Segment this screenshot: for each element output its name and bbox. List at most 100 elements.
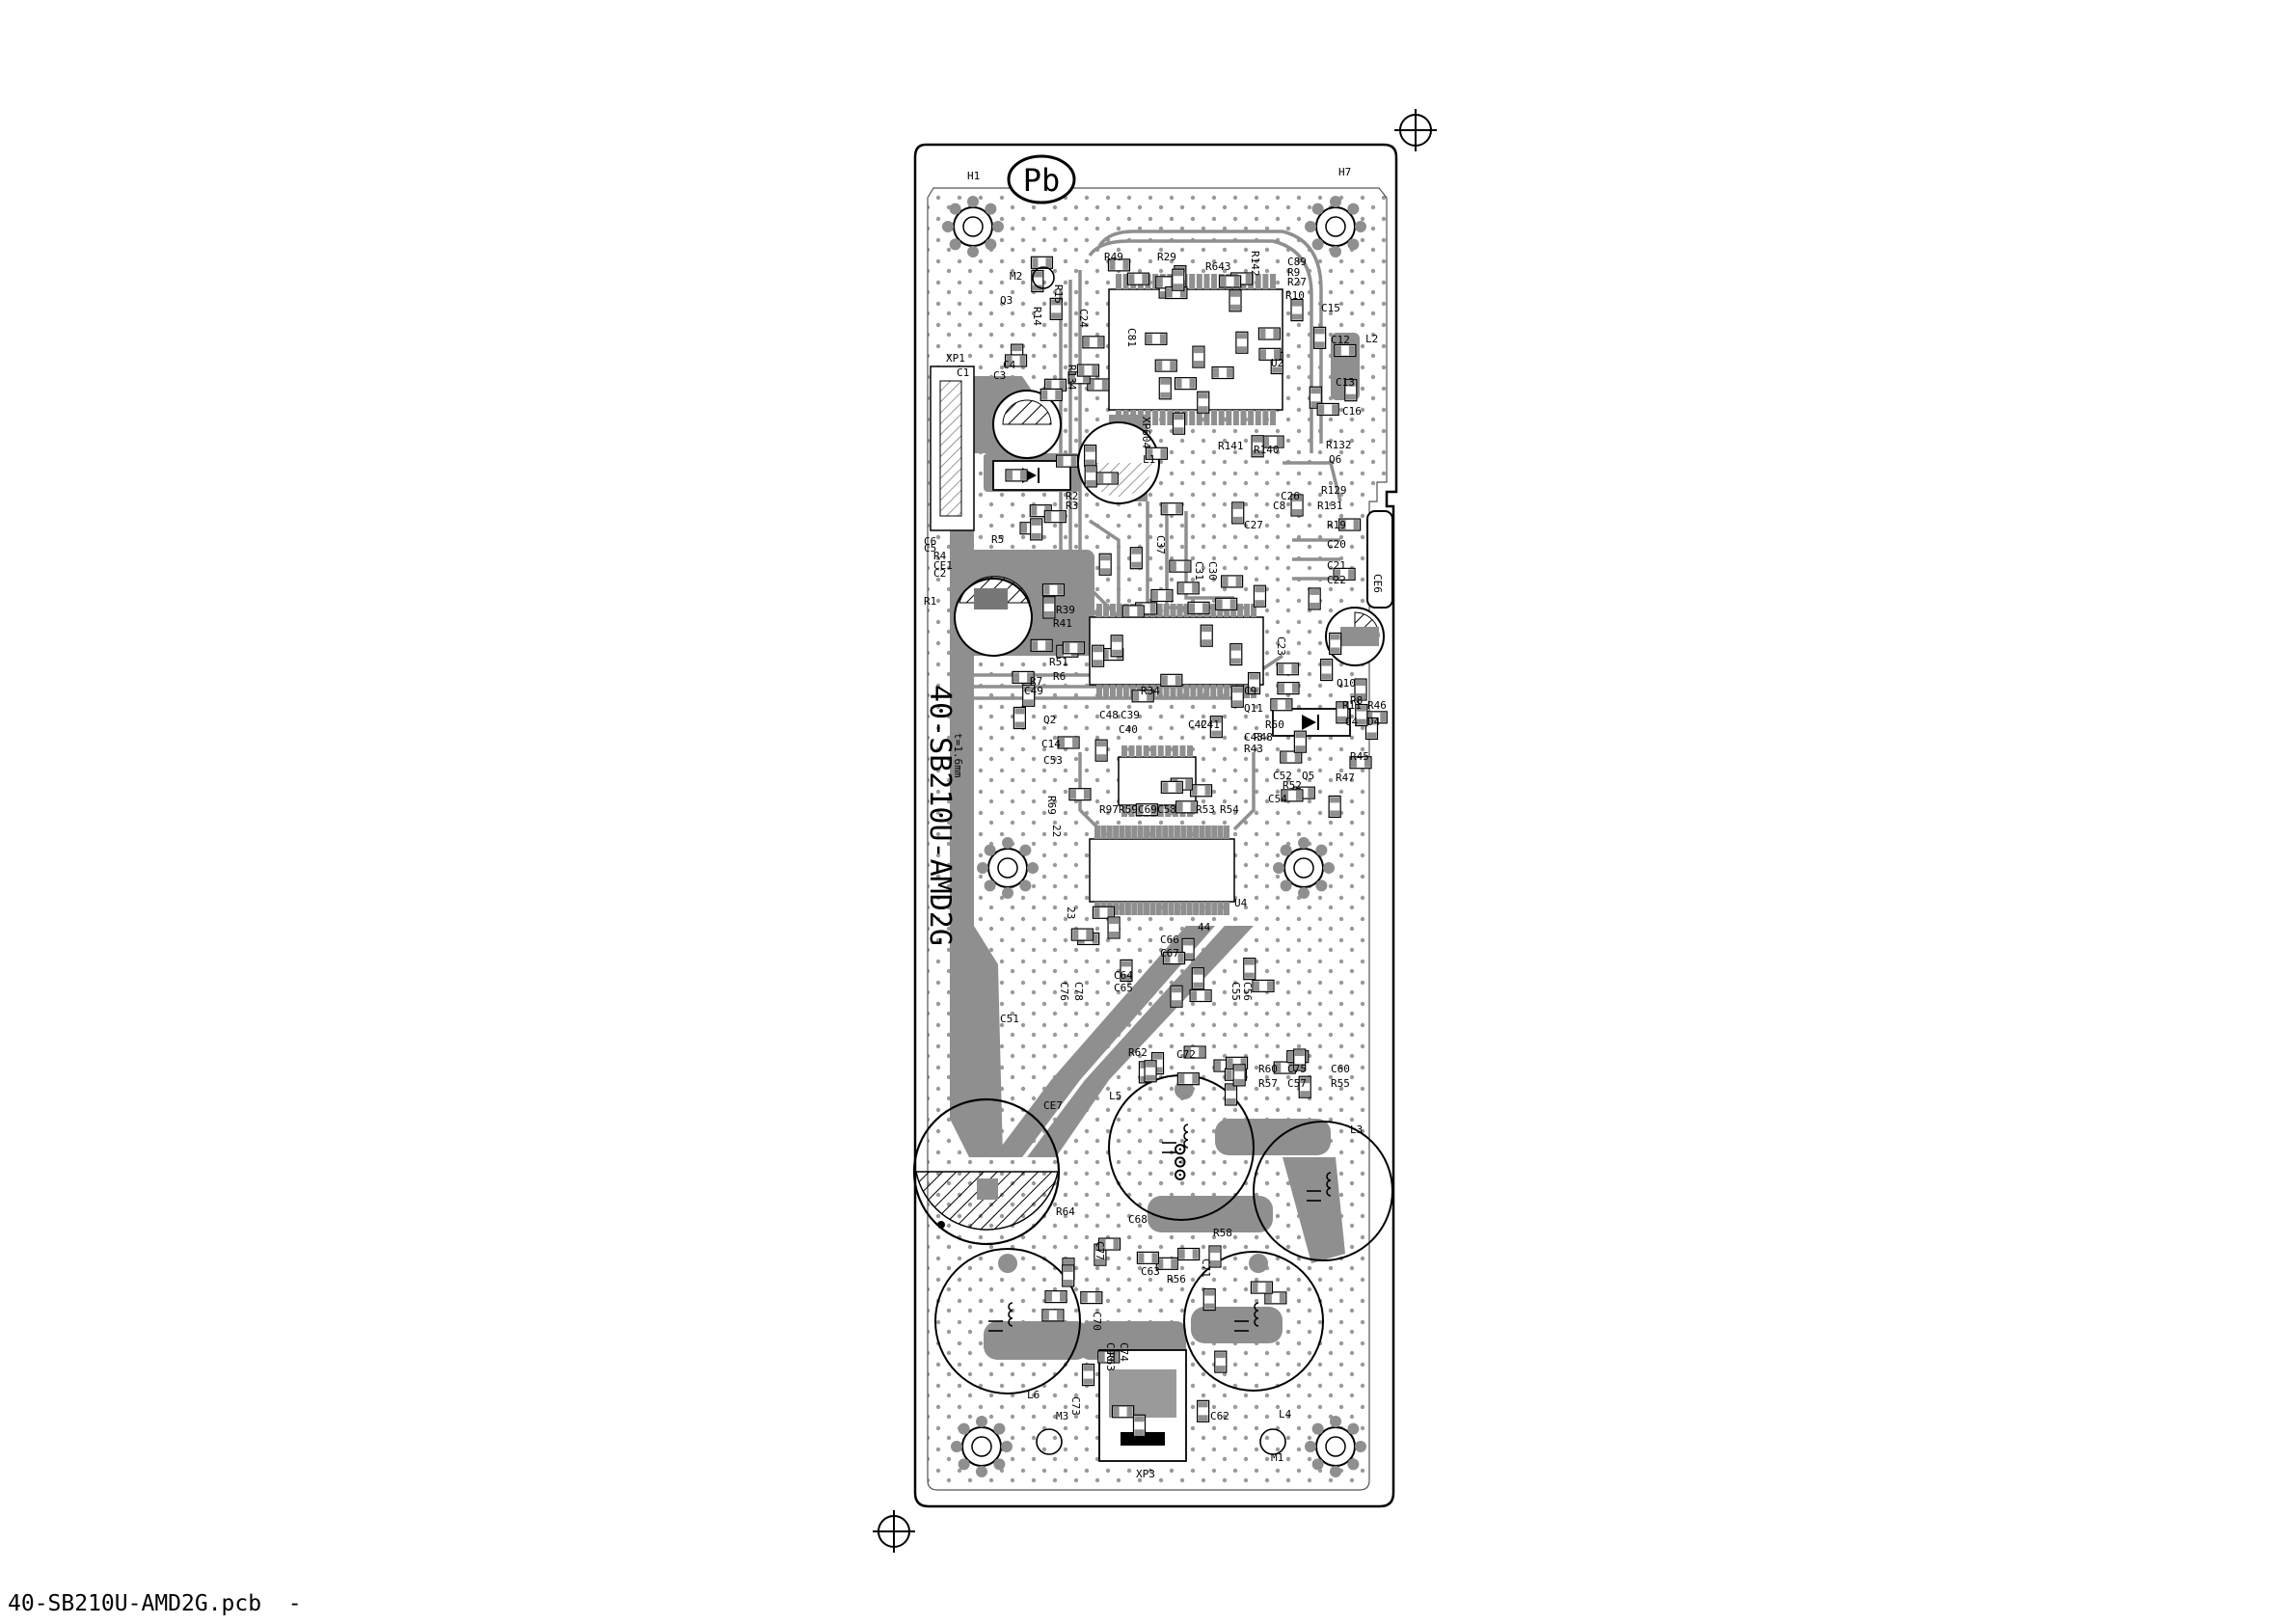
ref-label: R14 xyxy=(1031,307,1043,326)
smd-part xyxy=(1229,289,1242,312)
smd-part xyxy=(1110,635,1123,658)
smd-part xyxy=(1251,435,1264,458)
smd-part xyxy=(1189,784,1213,798)
ref-label: R4 xyxy=(933,550,947,562)
smd-part xyxy=(1095,472,1119,485)
smd-part xyxy=(1219,275,1242,288)
ref-label: C21 xyxy=(1327,559,1346,572)
ref-label: C76 xyxy=(1058,982,1070,1001)
smd-part xyxy=(1031,269,1044,293)
smd-part xyxy=(1170,985,1183,1008)
smd-part xyxy=(1293,730,1307,753)
ref-label: C20 xyxy=(1327,538,1346,551)
smd-part xyxy=(1136,1251,1160,1264)
ref-label: M1 xyxy=(1271,1451,1283,1464)
ref-label: C37 xyxy=(1154,535,1167,555)
mounting-hole xyxy=(1305,1416,1366,1477)
smd-part xyxy=(1160,780,1183,794)
ref-label: H7 xyxy=(1338,166,1351,178)
ref-label: C81 xyxy=(1125,328,1138,347)
ref-label: L4 xyxy=(1279,1408,1292,1421)
ref-label: C23 xyxy=(1275,636,1287,656)
ref-label: C12 xyxy=(1331,334,1350,346)
ref-label: U4 xyxy=(1234,897,1248,909)
ref-label: C15 xyxy=(1321,302,1340,314)
smd-part xyxy=(1252,979,1275,992)
ref-label: CE7 xyxy=(1043,1099,1063,1112)
smd-components xyxy=(1004,256,1388,1437)
ref-label: Q5 xyxy=(1302,770,1314,782)
smd-part xyxy=(1040,388,1063,402)
ref-label: C51 xyxy=(1000,1013,1019,1025)
ref-label: C72 xyxy=(1176,1048,1196,1061)
smd-part xyxy=(1041,583,1066,597)
smd-part xyxy=(1293,1048,1307,1071)
ref-label: C22 xyxy=(1327,574,1346,586)
ref-label: C48 xyxy=(1099,709,1119,721)
ref-label: C31 xyxy=(1193,561,1205,581)
smd-part xyxy=(1160,673,1183,687)
ref-label: M2 xyxy=(1010,270,1022,283)
ref-label: CE6 xyxy=(1371,574,1384,593)
electrolytic-ce1 xyxy=(954,576,1033,657)
smd-part xyxy=(1094,739,1108,762)
smd-part xyxy=(1211,365,1234,380)
ref-label: R1 xyxy=(924,595,936,608)
ref-label: 22 xyxy=(1050,825,1063,837)
ref-label: R134 xyxy=(1066,365,1078,391)
smd-part xyxy=(1107,258,1131,272)
smd-part xyxy=(1154,359,1177,372)
ref-label: R129 xyxy=(1321,484,1347,497)
ref-label: C42 xyxy=(1188,718,1207,731)
smd-part xyxy=(1005,469,1028,482)
smd-part xyxy=(1308,587,1321,610)
smd-part xyxy=(1049,297,1063,320)
smd-part xyxy=(1354,678,1367,701)
ic-u2 xyxy=(1108,274,1283,425)
smd-part xyxy=(1320,658,1334,682)
ref-label: C40 xyxy=(1119,723,1138,736)
smd-part xyxy=(1135,803,1158,817)
smd-part xyxy=(1189,988,1212,1003)
ref-label: L5 xyxy=(1109,1090,1121,1102)
smd-part xyxy=(1264,1291,1287,1305)
smd-part xyxy=(1235,331,1249,354)
ref-label: R63 xyxy=(1104,1352,1117,1371)
ref-label: L2 xyxy=(1365,333,1378,345)
ref-label: C30 xyxy=(1206,561,1219,581)
ref-label: R62 xyxy=(1128,1046,1148,1059)
ref-label: C67 xyxy=(1160,947,1179,960)
smd-part xyxy=(1155,1257,1178,1270)
ref-label: R5 xyxy=(991,533,1004,546)
smd-part xyxy=(1057,736,1080,749)
ref-label: R59 xyxy=(1119,803,1138,816)
smd-part xyxy=(1044,1290,1067,1304)
electrolytic-ce7 xyxy=(912,1097,1061,1246)
ref-label: R10 xyxy=(1285,289,1305,302)
fiducial-bottom-left xyxy=(873,1510,915,1553)
ref-label: XP3 xyxy=(1136,1468,1155,1480)
ref-label: R64 xyxy=(1056,1205,1075,1218)
smd-part xyxy=(1176,1072,1200,1086)
ref-label: C77 xyxy=(1094,1241,1106,1260)
ref-label: C52 xyxy=(1273,770,1292,782)
ref-label: R142 xyxy=(1249,251,1261,277)
ref-label: C62 xyxy=(1210,1410,1229,1422)
smd-part xyxy=(1126,272,1149,285)
ref-label: R57 xyxy=(1258,1077,1278,1090)
ref-label: C56 xyxy=(1241,982,1254,1001)
ref-label: C14 xyxy=(1041,738,1061,750)
ref-label: R58 xyxy=(1213,1227,1232,1239)
board-slot xyxy=(1366,510,1393,609)
ref-label: R51 xyxy=(1049,656,1068,668)
ref-label: C1 xyxy=(957,366,969,379)
smd-part xyxy=(1070,928,1094,941)
ref-label: R11 xyxy=(1342,699,1362,712)
smd-part xyxy=(1316,402,1339,417)
smd-part xyxy=(1183,1045,1206,1059)
ref-label: C90 xyxy=(1104,1342,1117,1362)
ref-label: R60 xyxy=(1258,1063,1278,1075)
ref-label: C4 xyxy=(1003,359,1016,371)
smd-part xyxy=(1187,601,1210,614)
smd-part xyxy=(1229,642,1243,666)
